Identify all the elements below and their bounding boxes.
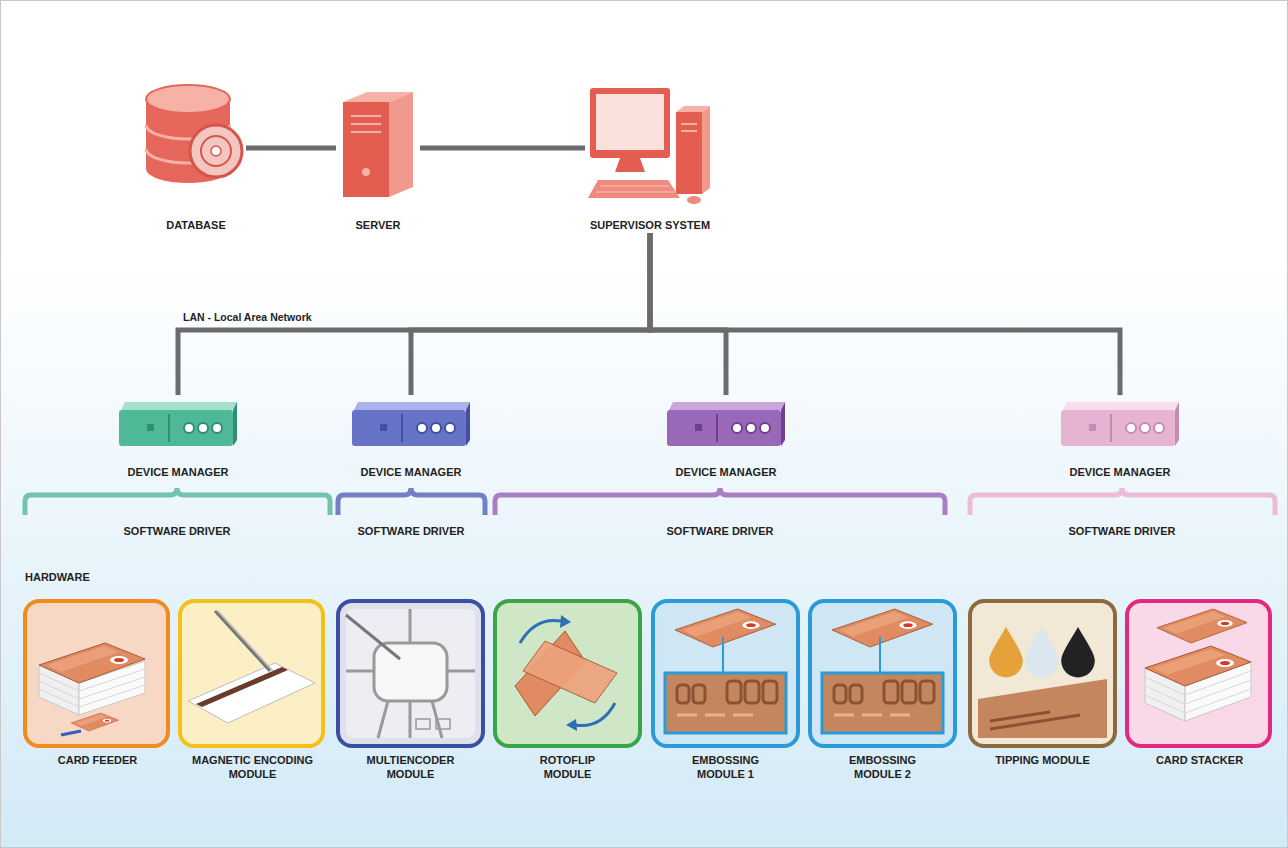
hardware-module: EMBOSSING MODULE 2 <box>810 600 955 782</box>
node-label: DEVICE MANAGER <box>676 465 777 479</box>
node-label: DEVICE MANAGER <box>361 465 462 479</box>
card-stacker-picture <box>1127 601 1270 746</box>
network-connector <box>178 233 650 395</box>
network-connector <box>420 146 585 151</box>
embossing-picture <box>810 601 955 746</box>
node-label: SERVER <box>355 218 400 232</box>
device-manager-node: DEVICE MANAGER <box>1055 395 1185 480</box>
driver-label: SOFTWARE DRIVER <box>358 524 465 538</box>
embossing-picture <box>653 601 798 746</box>
tipping-picture <box>970 601 1115 746</box>
magnetic-encoding-picture <box>180 601 323 746</box>
network-connector <box>246 146 336 151</box>
hardware-module: MULTIENCODER MODULE <box>338 600 483 782</box>
server-icon <box>343 92 413 197</box>
hardware-module: ROTOFLIP MODULE <box>495 600 640 782</box>
node-label: ROTOFLIP MODULE <box>528 753 608 781</box>
node-label: MAGNETIC ENCODING MODULE <box>185 753 321 781</box>
workstation-icon <box>588 88 710 204</box>
node-label: EMBOSSING MODULE 2 <box>833 753 933 781</box>
hardware-module: CARD FEEDER <box>25 600 170 768</box>
node-label: SUPERVISOR SYSTEM <box>590 218 710 232</box>
node-label: DEVICE MANAGER <box>128 465 229 479</box>
node-label: MULTIENCODER MODULE <box>361 753 461 781</box>
device-manager-icon <box>352 402 470 446</box>
database-icon <box>146 85 242 183</box>
node-label: DEVICE MANAGER <box>1070 465 1171 479</box>
database-node: DATABASE <box>146 80 246 233</box>
network-connector <box>650 233 1120 395</box>
driver-label: SOFTWARE DRIVER <box>1069 524 1176 538</box>
network-connector <box>650 233 726 395</box>
multiencoder-picture <box>338 601 483 746</box>
hardware-module: MAGNETIC ENCODING MODULE <box>180 600 325 782</box>
section-label: HARDWARE <box>25 570 90 584</box>
supervisor-node: SUPERVISOR SYSTEM <box>585 80 715 233</box>
card-feeder-picture <box>25 601 168 746</box>
driver-label: SOFTWARE DRIVER <box>124 524 231 538</box>
driver-label: SOFTWARE DRIVER <box>667 524 774 538</box>
network-connector <box>411 233 650 395</box>
driver-brackets <box>25 488 1275 515</box>
node-label: CARD FEEDER <box>58 753 137 767</box>
device-manager-icon <box>119 402 237 446</box>
device-manager-node: DEVICE MANAGER <box>661 395 791 480</box>
node-label: TIPPING MODULE <box>995 753 1090 767</box>
device-manager-icon <box>667 402 785 446</box>
device-manager-node: DEVICE MANAGER <box>346 395 476 480</box>
network-label: LAN - Local Area Network <box>183 310 312 324</box>
device-manager-icon <box>1061 402 1179 446</box>
server-node: SERVER <box>336 80 420 233</box>
node-label: CARD STACKER <box>1156 753 1243 767</box>
node-label: EMBOSSING MODULE 1 <box>676 753 776 781</box>
node-label: DATABASE <box>166 218 225 232</box>
hardware-module: CARD STACKER <box>1127 600 1272 768</box>
hardware-module: EMBOSSING MODULE 1 <box>653 600 798 782</box>
hardware-module: TIPPING MODULE <box>970 600 1115 768</box>
device-manager-node: DEVICE MANAGER <box>113 395 243 480</box>
rotoflip-picture <box>495 601 640 746</box>
